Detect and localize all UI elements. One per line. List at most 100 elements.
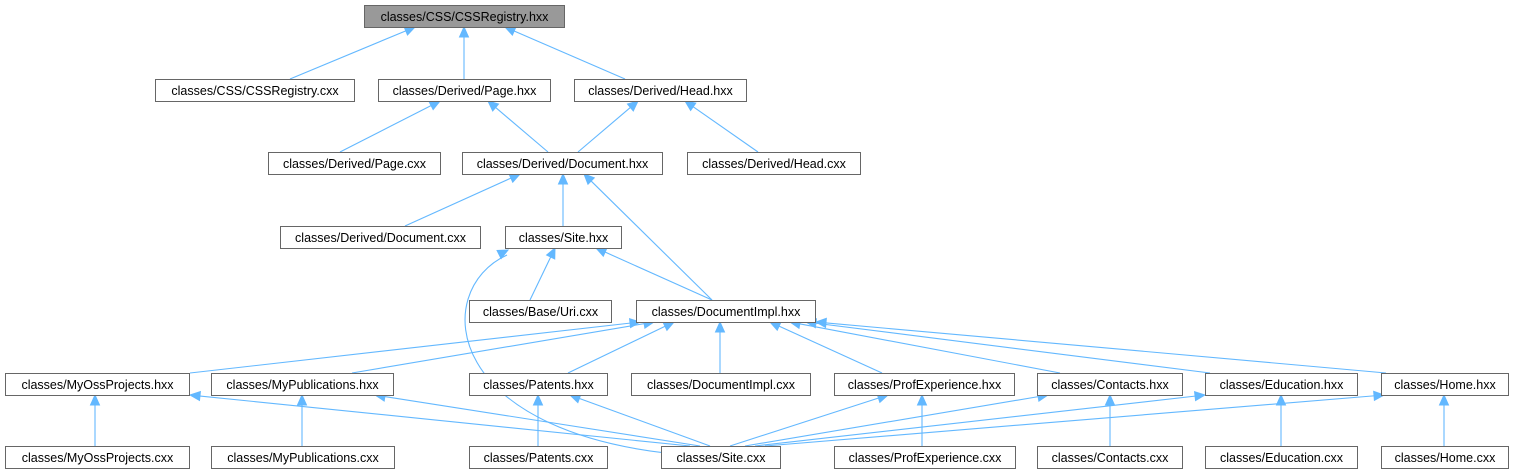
node-label: classes/ProfExperience.hxx xyxy=(848,378,1002,392)
node-docimpl-hxx[interactable]: classes/DocumentImpl.hxx xyxy=(636,300,816,323)
node-label: classes/DocumentImpl.hxx xyxy=(652,305,801,319)
edge-line xyxy=(744,395,1040,447)
node-css-cxx[interactable]: classes/CSS/CSSRegistry.cxx xyxy=(155,79,355,102)
edge-line xyxy=(567,325,667,374)
node-label: classes/Derived/Document.hxx xyxy=(477,157,649,171)
node-page-cxx[interactable]: classes/Derived/Page.cxx xyxy=(268,152,441,175)
node-box xyxy=(378,79,551,102)
node-label: classes/MyPublications.cxx xyxy=(227,451,379,465)
edge-docimpl_cxx-to-docimpl_hxx xyxy=(714,320,726,373)
edge-site_cxx-to-home_hxx xyxy=(764,390,1386,447)
node-box xyxy=(1037,373,1183,396)
node-myoss-hxx[interactable]: classes/MyOssProjects.hxx xyxy=(5,373,190,396)
node-myoss-cxx[interactable]: classes/MyOssProjects.cxx xyxy=(5,446,190,469)
node-label: classes/DocumentImpl.cxx xyxy=(647,378,796,392)
node-uri-cxx[interactable]: classes/Base/Uri.cxx xyxy=(469,300,612,323)
arrowhead xyxy=(188,390,201,402)
edge-line xyxy=(383,395,701,447)
node-box xyxy=(462,152,663,175)
edge-head_cxx-to-head_hxx xyxy=(684,100,759,153)
node-edu-cxx[interactable]: classes/Education.cxx xyxy=(1205,446,1358,469)
edge-line xyxy=(513,30,626,80)
arrowhead xyxy=(508,173,522,184)
node-box xyxy=(834,446,1016,469)
edge-line xyxy=(494,106,549,153)
arrowhead xyxy=(714,320,726,333)
arrowhead xyxy=(1104,393,1116,406)
node-box xyxy=(1205,373,1358,396)
node-head-cxx[interactable]: classes/Derived/Head.cxx xyxy=(687,152,861,175)
node-box xyxy=(1205,446,1358,469)
node-label: classes/Contacts.hxx xyxy=(1051,378,1169,392)
node-site-hxx[interactable]: classes/Site.hxx xyxy=(505,226,622,249)
node-label: classes/MyOssProjects.cxx xyxy=(22,451,174,465)
node-contacts-hxx[interactable]: classes/Contacts.hxx xyxy=(1037,373,1183,396)
arrowhead xyxy=(532,393,544,406)
edge-doc_hxx-to-page_hxx xyxy=(487,100,549,153)
node-box xyxy=(1381,446,1509,469)
node-label: classes/Site.hxx xyxy=(519,231,609,245)
edge-contacts_cxx-to-contacts_hxx xyxy=(1104,393,1116,446)
arrowhead xyxy=(583,173,596,186)
edge-line xyxy=(529,255,552,301)
node-box xyxy=(469,300,612,323)
node-head-hxx[interactable]: classes/Derived/Head.hxx xyxy=(574,79,747,102)
node-docimpl-cxx[interactable]: classes/DocumentImpl.cxx xyxy=(631,373,811,396)
edge-site_cxx-to-site_hxx xyxy=(464,249,701,457)
edge-line xyxy=(798,323,1061,374)
edge-edu_cxx-to-edu_hxx xyxy=(1275,393,1287,446)
node-edu-hxx[interactable]: classes/Education.hxx xyxy=(1205,373,1358,396)
edge-line xyxy=(339,104,433,153)
arrowhead xyxy=(684,100,697,112)
node-box xyxy=(469,373,608,396)
node-label: classes/Derived/Page.hxx xyxy=(393,84,538,98)
node-home-hxx[interactable]: classes/Home.hxx xyxy=(1381,373,1509,396)
node-mypub-cxx[interactable]: classes/MyPublications.cxx xyxy=(211,446,395,469)
arrowhead xyxy=(626,100,639,112)
edge-line xyxy=(289,29,407,80)
edge-line xyxy=(692,105,759,153)
edge-patents_cxx-to-patents_hxx xyxy=(532,393,544,446)
edge-mypub_cxx-to-mypub_hxx xyxy=(296,393,308,446)
edge-line xyxy=(189,322,632,374)
arrowhead xyxy=(1373,390,1386,402)
edge-doc_hxx-to-head_hxx xyxy=(577,100,639,153)
edge-docimpl_hxx-to-site_hxx xyxy=(594,247,713,301)
node-box xyxy=(5,373,190,396)
node-home-cxx[interactable]: classes/Home.cxx xyxy=(1381,446,1509,469)
node-label: classes/Site.cxx xyxy=(677,451,767,465)
node-profexp-hxx[interactable]: classes/ProfExperience.hxx xyxy=(834,373,1015,396)
node-patents-hxx[interactable]: classes/Patents.hxx xyxy=(469,373,608,396)
node-doc-hxx[interactable]: classes/Derived/Document.hxx xyxy=(462,152,663,175)
arrowhead xyxy=(916,393,928,406)
edge-line xyxy=(814,322,1211,374)
node-label: classes/CSS/CSSRegistry.hxx xyxy=(381,10,550,24)
arrowhead xyxy=(503,26,517,37)
edge-patents_hxx-to-docimpl_hxx xyxy=(567,321,676,374)
edge-line xyxy=(590,179,713,301)
node-css-hxx[interactable]: classes/CSS/CSSRegistry.hxx xyxy=(364,5,565,28)
node-patents-cxx[interactable]: classes/Patents.cxx xyxy=(469,446,608,469)
node-box xyxy=(5,446,190,469)
arrowhead xyxy=(1438,393,1450,406)
edge-site_cxx-to-myoss_hxx xyxy=(188,390,691,447)
node-site-cxx[interactable]: classes/Site.cxx xyxy=(661,446,781,469)
node-label: classes/Patents.hxx xyxy=(483,378,594,392)
node-label: classes/Education.hxx xyxy=(1220,378,1344,392)
node-label: classes/Derived/Head.hxx xyxy=(588,84,733,98)
node-mypub-hxx[interactable]: classes/MyPublications.hxx xyxy=(211,373,394,396)
node-label: classes/ProfExperience.cxx xyxy=(849,451,1003,465)
node-contacts-cxx[interactable]: classes/Contacts.cxx xyxy=(1037,446,1183,469)
edge-line xyxy=(464,254,701,457)
node-doc-cxx[interactable]: classes/Derived/Document.cxx xyxy=(280,226,481,249)
edge-profexp_cxx-to-profexp_hxx xyxy=(916,393,928,446)
node-profexp-cxx[interactable]: classes/ProfExperience.cxx xyxy=(834,446,1016,469)
edge-myoss_cxx-to-myoss_hxx xyxy=(89,393,101,446)
node-box xyxy=(211,373,394,396)
arrowhead xyxy=(496,249,510,260)
node-page-hxx[interactable]: classes/Derived/Page.hxx xyxy=(378,79,551,102)
node-box xyxy=(505,226,622,249)
node-label: classes/Derived/Head.cxx xyxy=(702,157,847,171)
edge-myoss_hxx-to-docimpl_hxx xyxy=(189,317,642,374)
